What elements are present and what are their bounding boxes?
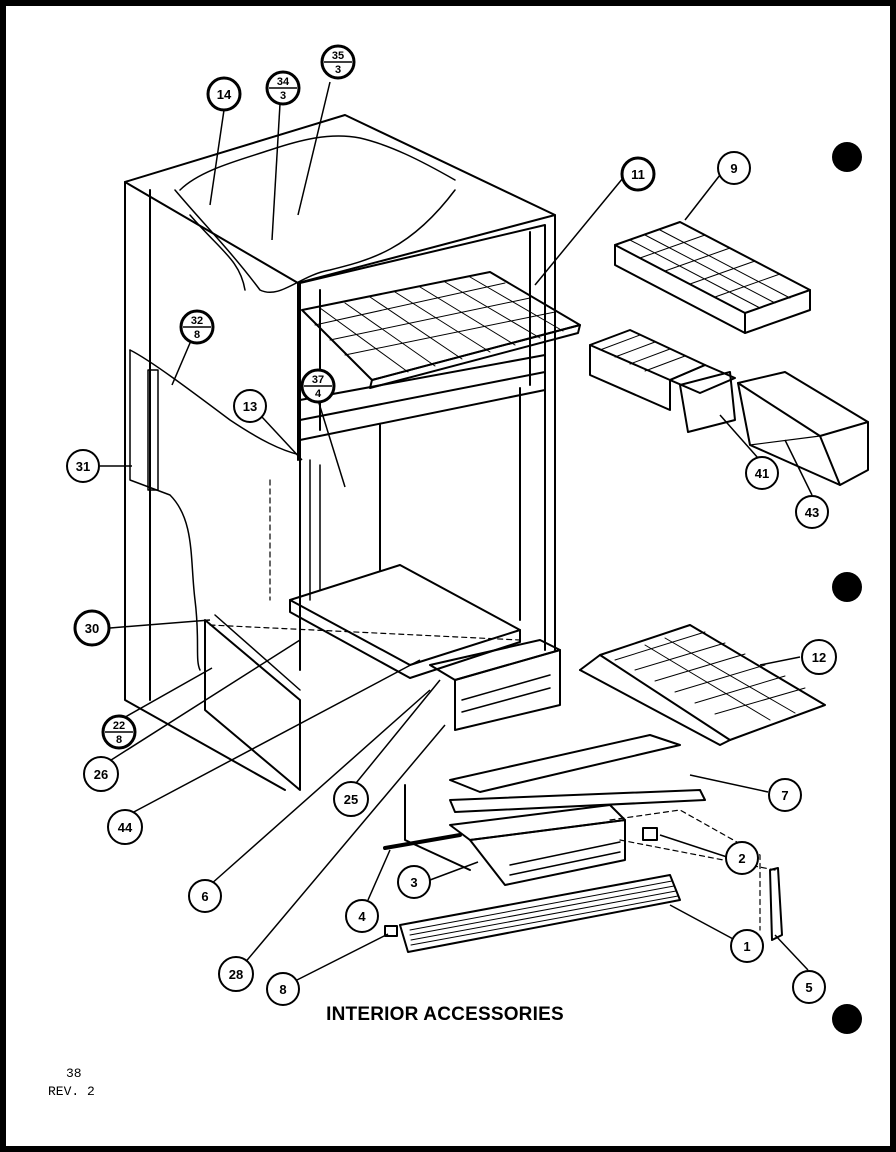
callout-30: 30 [73,609,111,647]
svg-text:31: 31 [76,459,90,474]
svg-text:12: 12 [812,650,826,665]
roller [642,827,658,841]
svg-text:3: 3 [410,875,417,890]
callout-2: 2 [725,841,759,875]
refrigerator-wire-shelf [579,624,826,746]
callout-34-3: 34 3 [265,70,301,106]
callout-25: 25 [333,781,369,817]
svg-text:7: 7 [781,788,788,803]
binder-hole [832,572,862,602]
toe-grille [399,874,681,953]
svg-text:41: 41 [755,466,769,481]
callout-37-4: 37 4 [300,368,336,404]
binder-hole [832,142,862,172]
revision-label: REV. 2 [48,1084,95,1099]
svg-text:9: 9 [730,161,737,176]
callout-35-3: 35 3 [320,44,356,80]
callout-43: 43 [795,495,829,529]
svg-text:25: 25 [344,792,358,807]
svg-text:13: 13 [243,399,257,414]
callout-41: 41 [745,456,779,490]
ice-maker [589,329,736,433]
fresh-food-compartment [129,349,546,679]
svg-text:35: 35 [332,50,344,62]
svg-text:8: 8 [194,329,200,341]
svg-text:26: 26 [94,767,108,782]
svg-text:8: 8 [116,734,122,746]
callout-13: 13 [233,389,267,423]
callout-3: 3 [397,865,431,899]
svg-text:3: 3 [335,64,341,76]
callout-11: 11 [620,156,656,192]
leveling-leg [769,867,783,941]
callout-1: 1 [730,929,764,963]
svg-text:44: 44 [118,820,133,835]
page-number: 38 [66,1066,82,1081]
svg-text:28: 28 [229,967,243,982]
svg-text:37: 37 [312,374,324,386]
screw [384,925,398,937]
callout-22-8: 22 8 [101,714,137,750]
crisper-cover [449,734,706,813]
callout-6: 6 [188,879,222,913]
leader-lines [100,81,813,982]
callout-5: 5 [792,970,826,1004]
callout-44: 44 [107,809,143,845]
svg-text:5: 5 [805,980,812,995]
svg-text:22: 22 [113,720,125,732]
meat-pan [429,639,561,731]
crisper-pan [404,784,626,886]
ice-cube-tray [614,221,811,334]
svg-text:11: 11 [631,167,645,182]
svg-text:4: 4 [315,388,322,400]
callout-31: 31 [66,449,100,483]
svg-text:8: 8 [279,982,286,997]
svg-text:43: 43 [805,505,819,520]
phantom-lines [209,479,776,931]
callout-28: 28 [218,956,254,992]
callout-4: 4 [345,899,379,933]
callout-26: 26 [83,756,119,792]
freezer-wire-shelf [301,271,581,389]
svg-text:34: 34 [277,76,290,88]
callout-32-8: 32 8 [179,309,215,345]
svg-text:1: 1 [743,939,750,954]
lower-panel [204,614,301,791]
svg-text:32: 32 [191,315,203,327]
crisper-support-rail [383,833,462,850]
callout-7: 7 [768,778,802,812]
diagram-title: INTERIOR ACCESSORIES [326,1004,564,1025]
cabinet-body [124,114,556,791]
callout-9: 9 [717,151,751,185]
callout-8: 8 [266,972,300,1006]
callout-12: 12 [801,639,837,675]
svg-text:14: 14 [217,87,232,102]
callout-14: 14 [206,76,242,112]
svg-text:6: 6 [201,889,208,904]
binder-hole [832,1004,862,1034]
svg-text:30: 30 [85,621,99,636]
svg-text:2: 2 [738,851,745,866]
svg-text:3: 3 [280,90,286,102]
svg-text:4: 4 [358,909,366,924]
